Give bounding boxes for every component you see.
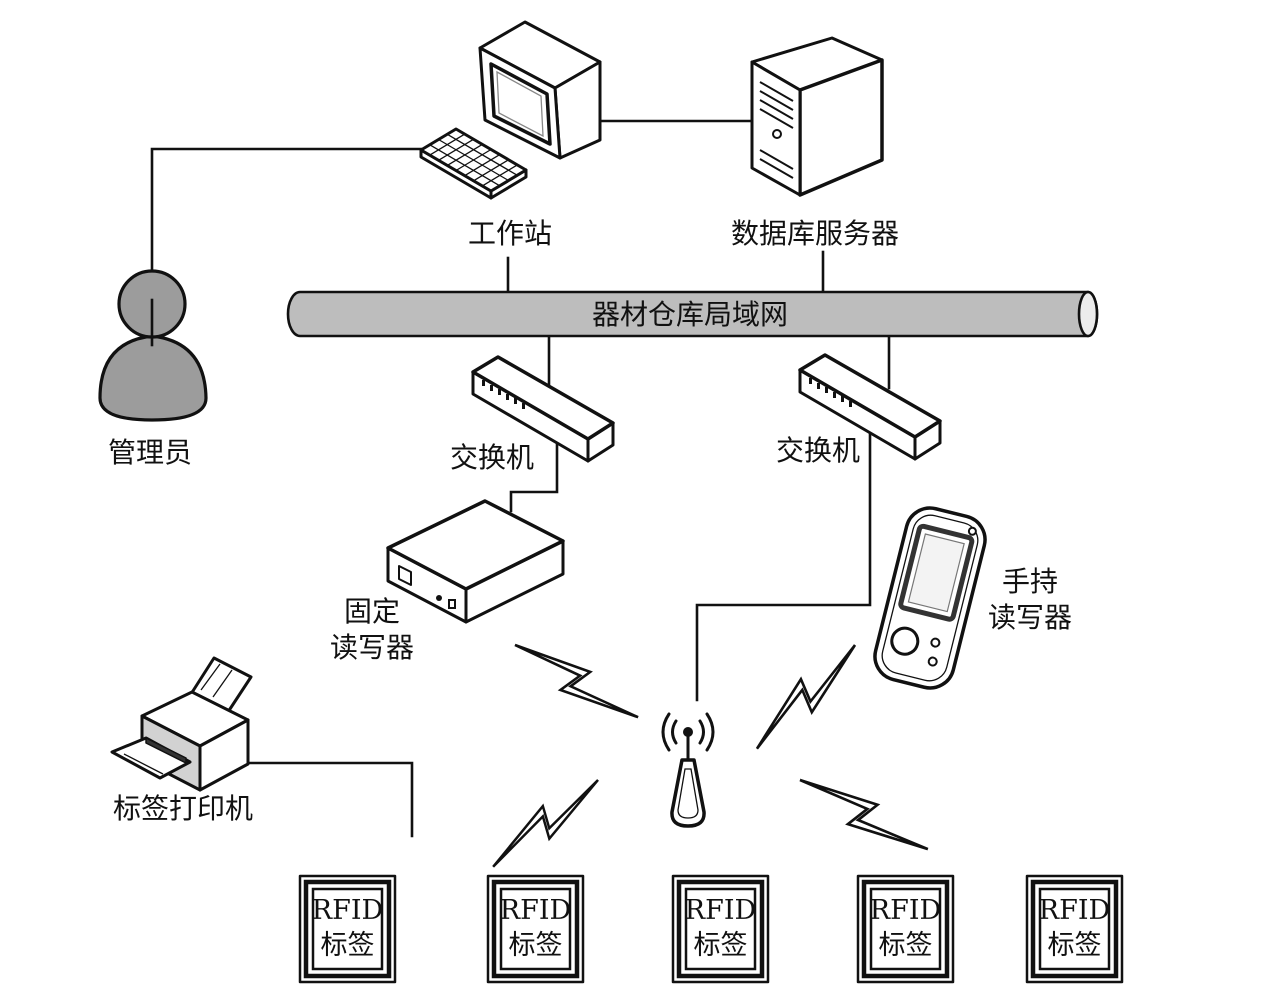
wireless-bolt-handheld-reader xyxy=(755,644,857,750)
database-server: 数据库服务器 xyxy=(731,36,899,250)
handheld-reader-label-line2: 读写器 xyxy=(988,601,1072,634)
right-switch-to-antenna-link xyxy=(695,430,872,702)
rfid-tag-line1: RFID xyxy=(1039,895,1110,926)
rfid-tag-line2: 标签 xyxy=(321,930,375,961)
printer-to-tags-link xyxy=(246,761,414,838)
wireless-bolt-tag-left xyxy=(492,779,599,868)
monitor-icon xyxy=(478,20,602,160)
server-tower-icon xyxy=(750,36,884,197)
antenna-icon xyxy=(661,712,715,828)
rfid-tag-line1: RFID xyxy=(312,895,383,926)
fixed-reader-icon xyxy=(386,499,565,624)
keyboard-icon xyxy=(419,127,528,200)
rfid-tag-line2: 标签 xyxy=(509,930,563,961)
rfid-tag-line2: 标签 xyxy=(694,930,748,961)
pda-nav-button xyxy=(890,626,920,656)
rfid-tag: RFID 标签 xyxy=(856,874,955,984)
network-switch-icon xyxy=(471,355,615,463)
power-button xyxy=(772,129,782,139)
db-server-label: 数据库服务器 xyxy=(731,217,899,250)
rfid-tag-line2: 标签 xyxy=(1048,930,1102,961)
handheld-pda-icon xyxy=(873,506,987,690)
left-switch-to-fixed-reader-link xyxy=(509,442,559,513)
rfid-tag-line1: RFID xyxy=(685,895,756,926)
person-icon xyxy=(98,269,208,422)
rfid-tag-line1: RFID xyxy=(870,895,941,926)
rfid-tag-line2: 标签 xyxy=(879,930,933,961)
rfid-tag: RFID 标签 xyxy=(1025,874,1124,984)
rfid-tag-line1: RFID xyxy=(500,895,571,926)
switch-right: 交换机 xyxy=(776,353,942,467)
switch-left: 交换机 xyxy=(450,355,615,474)
monitor-screen xyxy=(489,62,552,146)
switch-right-label: 交换机 xyxy=(776,434,860,467)
label-printer: 标签打印机 xyxy=(110,656,253,825)
rfid-tag: RFID 标签 xyxy=(671,874,770,984)
printer-icon xyxy=(110,656,253,792)
lan-pipe: 器材仓库局域网 xyxy=(286,290,1099,338)
handheld-reader-label-line1: 手持 xyxy=(1002,565,1058,598)
rfid-tag: RFID 标签 xyxy=(486,874,585,984)
administrator: 管理员 xyxy=(98,269,208,469)
rfid-tag: RFID 标签 xyxy=(298,874,397,984)
fixed-reader-label-line2: 读写器 xyxy=(330,631,414,664)
wireless-bolt-tag-right xyxy=(799,778,929,851)
fixed-reader-label-line1: 固定 xyxy=(344,595,400,628)
reader-port xyxy=(398,565,412,586)
fixed-reader: 固定 读写器 xyxy=(330,499,565,664)
wireless-bolt-fixed-reader xyxy=(514,643,639,719)
label-printer-label: 标签打印机 xyxy=(113,792,253,825)
rfid-tags: RFID 标签 RFID 标签 RFID 标签 RFID 标签 xyxy=(298,874,1124,984)
wireless-signals xyxy=(492,643,929,868)
workstation-label: 工作站 xyxy=(468,217,552,250)
switch-left-label: 交换机 xyxy=(450,441,534,474)
handheld-reader: 手持 读写器 xyxy=(873,506,1072,690)
workstation: 工作站 xyxy=(419,20,602,250)
network-switch-icon xyxy=(798,353,942,461)
admin-label: 管理员 xyxy=(108,436,192,469)
lan-label: 器材仓库局域网 xyxy=(592,298,788,331)
